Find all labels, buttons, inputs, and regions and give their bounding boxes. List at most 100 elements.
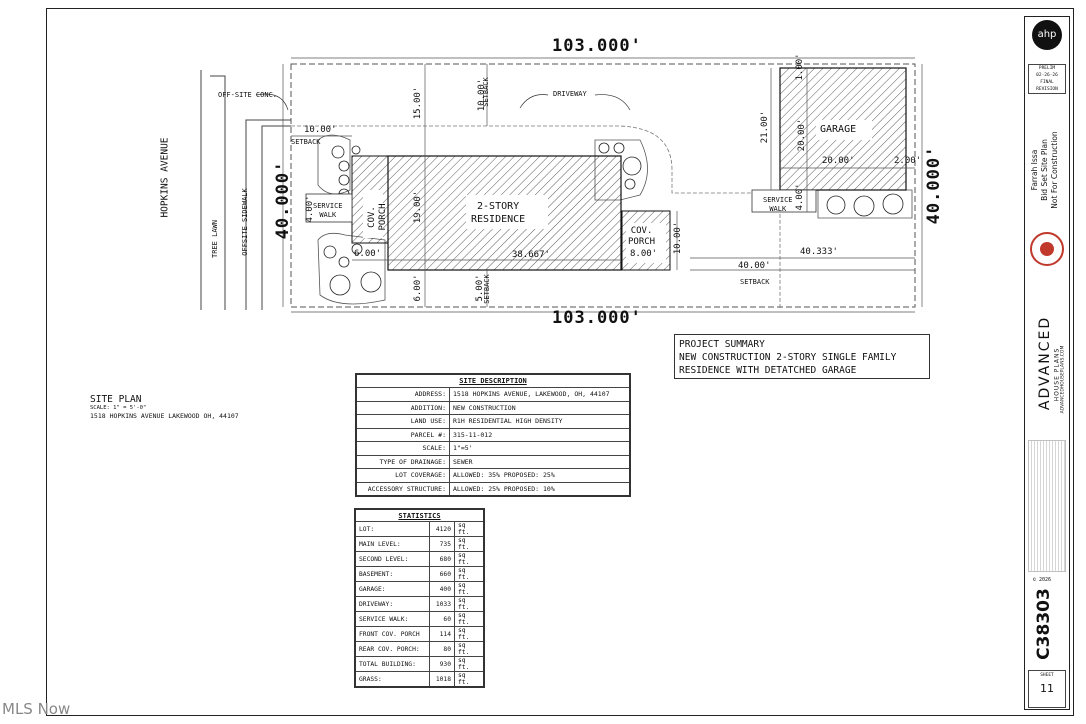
front-porch-width-dim: 6.00': [354, 249, 382, 259]
statistics-cell-v: 4120: [429, 521, 455, 537]
bottom-width-dim: 103.000': [552, 308, 642, 328]
site-description-row: TYPE OF DRAINAGE:SEWER: [355, 454, 631, 469]
site-row-key: ADDRESS:: [355, 387, 450, 402]
statistics-cell-k: MAIN LEVEL:: [354, 536, 430, 552]
site-description-row: LAND USE:R1H RESIDENTIAL HIGH DENSITY: [355, 414, 631, 429]
project-name: Farrah Issa: [1030, 149, 1039, 191]
statistics-cell-k: GARAGE:: [354, 581, 430, 597]
statistics-cell-u: sq ft.: [454, 611, 485, 627]
statistics-cell-u: sq ft.: [454, 671, 485, 688]
statistics-cell-v: 930: [429, 656, 455, 672]
watermark: MLS Now: [2, 700, 71, 718]
statistics-cell-v: 680: [429, 551, 455, 567]
setback-top-label: SETBACK: [482, 77, 490, 107]
statistics-cell-v: 735: [429, 536, 455, 552]
statistics-cell-u: sq ft.: [454, 626, 485, 642]
site-row-value: ALLOWED: 35% PROPOSED: 25%: [449, 468, 631, 483]
summary-line2: NEW CONSTRUCTION 2-STORY SINGLE FAMILY: [679, 352, 897, 363]
statistics-title: STATISTICS: [354, 508, 485, 522]
fine-print-block: [1028, 440, 1066, 572]
residence-label-line1: 2-STORY: [477, 201, 520, 212]
site-row-value: 315-11-012: [449, 427, 631, 442]
garage-dim-20v: 20.00': [797, 118, 807, 152]
site-row-value: 1"=5': [449, 441, 631, 456]
rear-porch-label: COV. PORCH: [628, 226, 655, 248]
site-row-key: SCALE:: [355, 441, 450, 456]
site-description-row: PARCEL #:315-11-012: [355, 427, 631, 442]
site-row-value: ALLOWED: 25% PROPOSED: 10%: [449, 481, 631, 497]
site-description-row: SCALE:1"=5': [355, 441, 631, 456]
set-name: Bid Set Site Plan: [1040, 139, 1049, 201]
residence-width-dim: 38.667': [512, 250, 550, 260]
statistics-cell-u: sq ft.: [454, 656, 485, 672]
site-row-key: LOT COVERAGE:: [355, 468, 450, 483]
statistics-cell-u: sq ft.: [454, 641, 485, 657]
garage-dim-4: 4.00': [795, 183, 805, 211]
statistics-cell-k: BASEMENT:: [354, 566, 430, 582]
site-row-value: 1518 HOPKINS AVENUE, LAKEWOOD, OH, 44107: [449, 387, 631, 402]
final-label: FINAL: [1040, 80, 1054, 85]
residence-depth-dim: 19.00': [413, 190, 423, 224]
statistics-cell-k: SERVICE WALK:: [354, 611, 430, 627]
brand-subtitle: HOUSE PLANS: [1053, 347, 1061, 402]
revision-label: REVISION: [1036, 87, 1058, 92]
garage-service-walk-l2: WALK: [769, 205, 787, 213]
site-description-row: ADDRESS:1518 HOPKINS AVENUE, LAKEWOOD, O…: [355, 387, 631, 402]
residence-label: 2-STORY RESIDENCE: [471, 200, 525, 226]
brand-name: ADVANCED: [1037, 315, 1053, 411]
statistics-cell-k: LOT:: [354, 521, 430, 537]
front-porch-l2: PORCH: [378, 203, 388, 231]
site-row-value: SEWER: [449, 454, 631, 469]
statistics-cell-k: TOTAL BUILDING:: [354, 656, 430, 672]
plan-number: C38303: [1034, 588, 1054, 660]
residence-label-line2: RESIDENCE: [471, 214, 526, 225]
rear-setback-label: SETBACK: [740, 278, 770, 286]
statistics-cell-u: sq ft.: [454, 551, 485, 567]
statistics-cell-v: 80: [429, 641, 455, 657]
landscape-bed: [317, 134, 351, 195]
firm-logo: ahp: [1032, 20, 1062, 50]
dim-15: 15.00': [413, 86, 423, 120]
revision-box: PRELIM 02-26-26 FINAL REVISION: [1028, 64, 1066, 94]
site-plan-title: SITE PLAN: [90, 394, 142, 405]
garage-dim-20h: 20.00': [822, 156, 855, 166]
statistics-cell-v: 400: [429, 581, 455, 597]
site-row-key: TYPE OF DRAINAGE:: [355, 454, 450, 469]
service-walk: [305, 193, 353, 223]
statistics-cell-k: FRONT COV. PORCH: [354, 626, 430, 642]
garage-label: GARAGE: [820, 124, 857, 135]
site-row-key: PARCEL #:: [355, 427, 450, 442]
site-row-value: R1H RESIDENTIAL HIGH DENSITY: [449, 414, 631, 429]
garage-dim-2: 2.00': [894, 156, 922, 166]
sheet-label: SHEET: [1040, 673, 1054, 678]
front-setback-dim: 10.00': [304, 125, 337, 135]
service-walk-label: SERVICE WALK: [313, 202, 343, 220]
summary-line1: PROJECT SUMMARY: [679, 339, 765, 350]
top-width-dim: 103.000': [552, 36, 642, 56]
driveway-label: DRIVEWAY: [553, 90, 587, 98]
statistics-cell-u: sq ft.: [454, 521, 485, 537]
tree-lawn-label: TREE LAWN: [211, 220, 219, 258]
front-porch-l1: COV.: [367, 206, 377, 228]
summary-line3: RESIDENCE WITH DETATCHED GARAGE: [679, 365, 857, 376]
project-info: Farrah Issa Bid Set Site Plan Not For Co…: [1030, 100, 1060, 240]
statistics-cell-k: REAR COV. PORCH:: [354, 641, 430, 657]
prelim-label: PRELIM: [1038, 66, 1056, 71]
offsite-sidewalk-label: OFFSITE SIDEWALK: [241, 188, 249, 256]
site-description-row: LOT COVERAGE:ALLOWED: 35% PROPOSED: 25%: [355, 468, 631, 483]
lot-boundary: [290, 63, 916, 308]
statistics-cell-k: GRASS:: [354, 671, 430, 688]
title-block: [1024, 16, 1070, 710]
rear-porch-l1: COV.: [630, 226, 653, 236]
site-plan-scale: SCALE: 1" = 5'-0": [90, 405, 147, 411]
offsite-conc-label: OFF-SITE CONC.: [218, 91, 278, 99]
service-walk-l1: SERVICE: [313, 202, 343, 210]
